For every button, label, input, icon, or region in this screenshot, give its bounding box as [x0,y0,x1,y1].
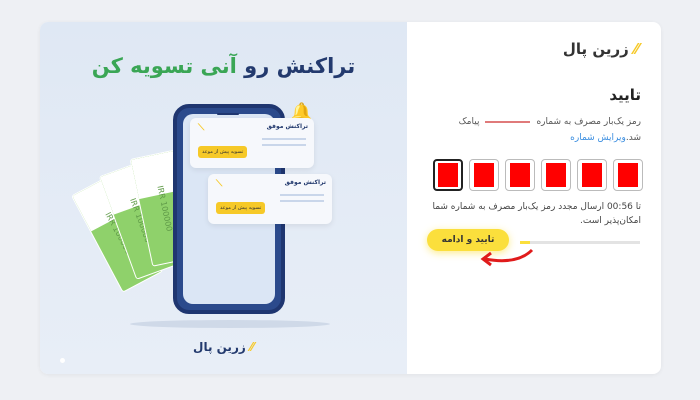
logo-icon: ⟋ [216,179,223,189]
otp-digit-input[interactable] [505,159,535,191]
carousel-dot[interactable] [60,358,65,363]
otp-description: رمز یک‌بار مصرف به شمارهپیامک شد.ویرایش … [458,117,641,143]
notification-card: ⟋ تراکنش موفق تسویه پیش از موعد [208,174,332,224]
edit-number-link[interactable]: ویرایش شماره [570,133,626,143]
banner-logo: ⁄⁄ زرین پال [193,340,254,354]
otp-digit-input[interactable] [613,159,643,191]
arrow-icon [480,248,534,267]
promo-banner: تراکنش رو آنی تسویه کن IRR 100000 IRR 10… [40,22,407,374]
login-card: تراکنش رو آنی تسویه کن IRR 100000 IRR 10… [40,22,661,374]
notification-card: ⟋ تراکنش موفق تسویه پیش از موعد [190,118,314,168]
masked-phone-number [485,120,531,123]
resend-timer-text: تا 00:56 ارسال مجدد رمز یک‌بار مصرف به ش… [432,202,641,226]
otp-digit-input[interactable] [433,159,463,191]
logo-icon: ⁄⁄ [245,340,254,354]
otp-form: ⁄⁄ زرین پال تایید رمز یک‌بار مصرف به شما… [407,22,661,374]
page-title: تایید [609,86,641,104]
otp-digit-input[interactable] [577,159,607,191]
timer-progress-bar [520,241,640,244]
bell-icon: 🔔 [290,102,313,123]
otp-digit-input[interactable] [541,159,571,191]
brand-logo: ⁄⁄ زرین پال [562,40,639,58]
banner-title: تراکنش رو آنی تسویه کن [91,54,356,78]
confirm-continue-button[interactable]: تایید و ادامه [427,229,509,251]
logo-icon: ⟋ [198,123,205,133]
logo-icon: ⁄⁄ [628,40,639,58]
otp-input-group [433,159,643,191]
otp-digit-input[interactable] [469,159,499,191]
